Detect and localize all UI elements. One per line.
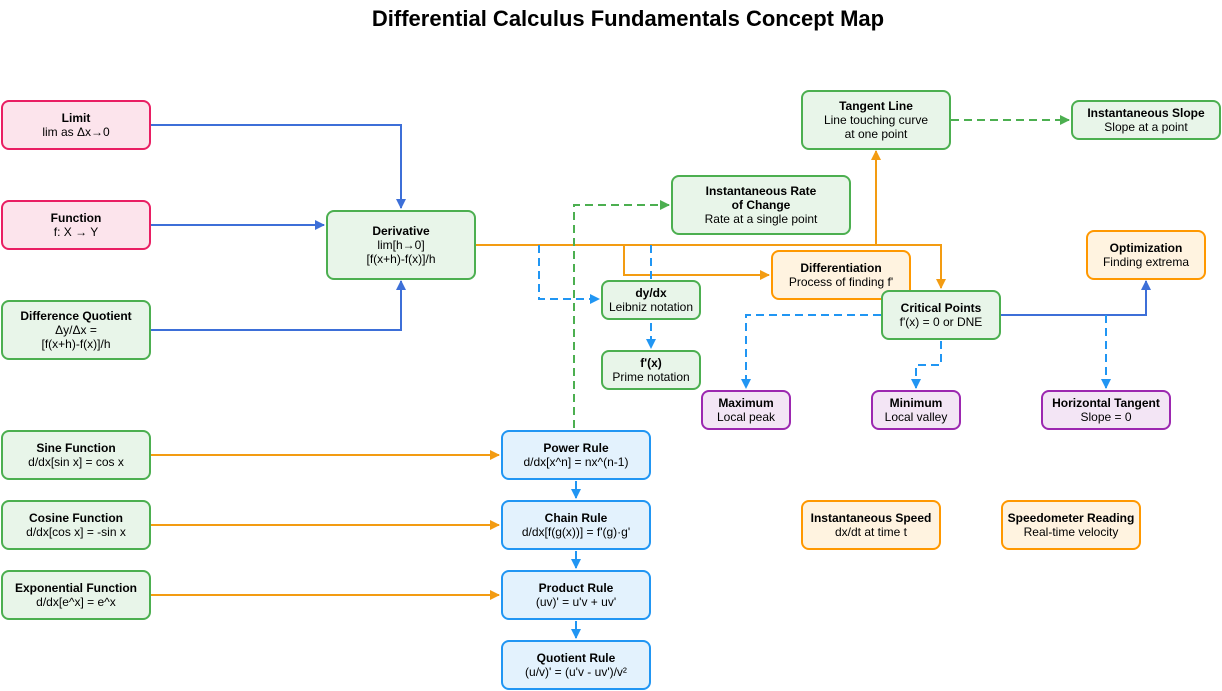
node-limit[interactable]: Limit lim as Δx→0 [1, 100, 151, 150]
node-subtitle: (u/v)' = (u'v - uv')/v² [525, 665, 627, 679]
node-title: Product Rule [538, 581, 614, 595]
node-subtitle: lim[h→0] [f(x+h)-f(x)]/h [366, 238, 436, 266]
node-title: Speedometer Reading [1007, 511, 1135, 525]
edge-dq-derivative [151, 280, 406, 331]
node-title: Cosine Function [29, 511, 123, 525]
node-title: Critical Points [900, 301, 982, 315]
node-subtitle: d/dx[cos x] = -sin x [26, 525, 126, 539]
node-subtitle: d/dx[sin x] = cos x [28, 455, 124, 469]
node-sine-function[interactable]: Sine Function d/dx[sin x] = cos x [1, 430, 151, 480]
node-subtitle: (uv)' = u'v + uv' [535, 595, 617, 609]
node-subtitle: Line touching curve at one point [823, 113, 929, 141]
edge-power-instrate [573, 200, 670, 428]
edge-critical-maximum [741, 314, 881, 389]
node-subtitle: Real-time velocity [1023, 525, 1119, 539]
node-power-rule[interactable]: Power Rule d/dx[x^n] = nx^(n-1) [501, 430, 651, 480]
node-subtitle: Leibniz notation [608, 300, 694, 314]
node-speedometer-reading[interactable]: Speedometer Reading Real-time velocity [1001, 500, 1141, 550]
node-subtitle: f'(x) = 0 or DNE [899, 315, 983, 329]
node-title: Quotient Rule [536, 651, 616, 665]
node-title: Maximum [718, 396, 774, 410]
node-optimization[interactable]: Optimization Finding extrema [1086, 230, 1206, 280]
node-instantaneous-slope[interactable]: Instantaneous Slope Slope at a point [1071, 100, 1221, 140]
node-subtitle: Δy/Δx = [f(x+h)-f(x)]/h [41, 323, 111, 351]
node-title: Derivative [372, 224, 430, 238]
node-subtitle: f: X → Y [53, 225, 99, 239]
node-difference-quotient[interactable]: Difference Quotient Δy/Δx = [f(x+h)-f(x)… [1, 300, 151, 360]
edge-derivative-critical [476, 244, 946, 289]
node-subtitle: d/dx[f(g(x))] = f'(g)·g' [521, 525, 631, 539]
node-title: f'(x) [640, 356, 662, 370]
node-title: Instantaneous Rate of Change [705, 184, 817, 212]
node-subtitle: Local peak [716, 410, 776, 424]
node-title: Limit [61, 111, 91, 125]
node-maximum[interactable]: Maximum Local peak [701, 390, 791, 430]
node-subtitle: Rate at a single point [704, 212, 818, 226]
edge-critical-optimization [1001, 280, 1151, 316]
node-instantaneous-rate[interactable]: Instantaneous Rate of Change Rate at a s… [671, 175, 851, 235]
node-fprime[interactable]: f'(x) Prime notation [601, 350, 701, 390]
node-title: Differentiation [800, 261, 882, 275]
node-title: Chain Rule [544, 511, 608, 525]
node-subtitle: dx/dt at time t [834, 525, 908, 539]
page-title: Differential Calculus Fundamentals Conce… [371, 6, 885, 31]
edge-critical-minimum [911, 341, 942, 389]
node-subtitle: Slope = 0 [1080, 410, 1132, 424]
node-horizontal-tangent[interactable]: Horizontal Tangent Slope = 0 [1041, 390, 1171, 430]
node-subtitle: d/dx[x^n] = nx^(n-1) [523, 455, 629, 469]
node-title: dy/dx [635, 286, 667, 300]
node-function[interactable]: Function f: X → Y [1, 200, 151, 250]
node-product-rule[interactable]: Product Rule (uv)' = u'v + uv' [501, 570, 651, 620]
edge-derivative-dydx [538, 245, 600, 304]
node-subtitle: d/dx[e^x] = e^x [36, 595, 116, 609]
node-subtitle: Prime notation [612, 370, 690, 384]
node-title: Horizontal Tangent [1052, 396, 1160, 410]
node-derivative[interactable]: Derivative lim[h→0] [f(x+h)-f(x)]/h [326, 210, 476, 280]
node-subtitle: lim as Δx→0 [42, 125, 110, 139]
node-cosine-function[interactable]: Cosine Function d/dx[cos x] = -sin x [1, 500, 151, 550]
node-tangent-line[interactable]: Tangent Line Line touching curve at one … [801, 90, 951, 150]
node-chain-rule[interactable]: Chain Rule d/dx[f(g(x))] = f'(g)·g' [501, 500, 651, 550]
node-title: Difference Quotient [20, 309, 132, 323]
node-title: Instantaneous Slope [1087, 106, 1205, 120]
node-title: Instantaneous Speed [810, 511, 932, 525]
node-exponential-function[interactable]: Exponential Function d/dx[e^x] = e^x [1, 570, 151, 620]
edge-limit-derivative [151, 124, 406, 209]
node-minimum[interactable]: Minimum Local valley [871, 390, 961, 430]
node-subtitle: Local valley [884, 410, 948, 424]
node-title: Minimum [889, 396, 943, 410]
node-title: Optimization [1109, 241, 1183, 255]
node-title: Function [50, 211, 102, 225]
node-title: Power Rule [543, 441, 609, 455]
node-differentiation[interactable]: Differentiation Process of finding f' [771, 250, 911, 300]
node-title: Tangent Line [839, 99, 913, 113]
node-quotient-rule[interactable]: Quotient Rule (u/v)' = (u'v - uv')/v² [501, 640, 651, 690]
node-instantaneous-speed[interactable]: Instantaneous Speed dx/dt at time t [801, 500, 941, 550]
node-critical-points[interactable]: Critical Points f'(x) = 0 or DNE [881, 290, 1001, 340]
node-title: Sine Function [36, 441, 116, 455]
node-dydx[interactable]: dy/dx Leibniz notation [601, 280, 701, 320]
node-subtitle: Slope at a point [1104, 120, 1188, 134]
node-title: Exponential Function [15, 581, 137, 595]
node-subtitle: Finding extrema [1102, 255, 1190, 269]
edge-derivative-differentiation [476, 244, 770, 280]
node-subtitle: Process of finding f' [788, 275, 894, 289]
